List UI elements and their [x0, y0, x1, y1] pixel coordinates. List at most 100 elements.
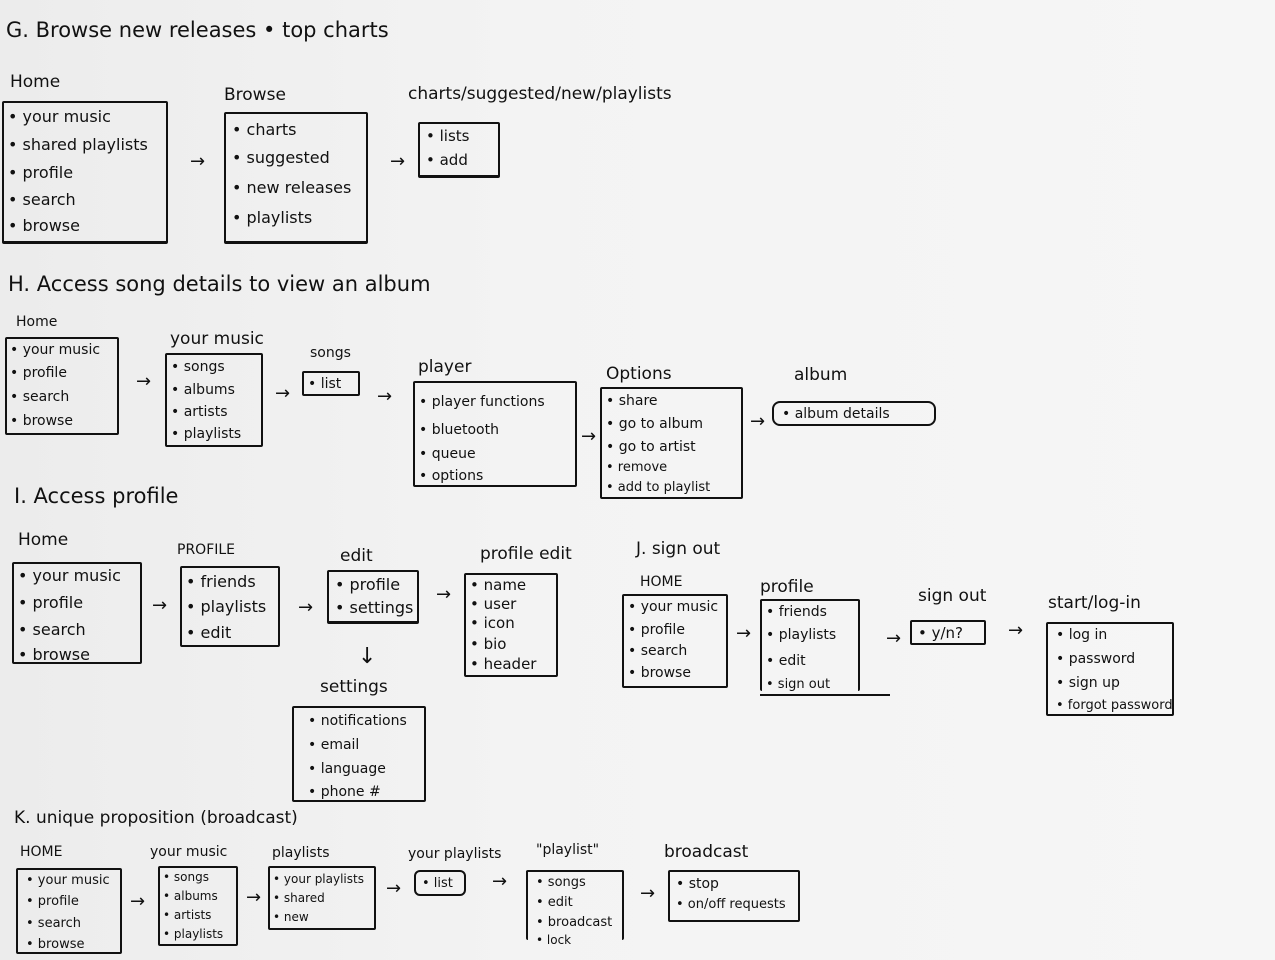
- k-home-label: HOME: [20, 844, 63, 860]
- section-i-title: I. Access profile: [14, 484, 179, 508]
- g-charts-box: • lists • add: [418, 122, 500, 178]
- k-your-music-item: • albums: [163, 889, 218, 903]
- g-home-item: • search: [8, 190, 76, 209]
- h-options-item: • share: [606, 393, 658, 409]
- h-options-label: Options: [606, 364, 672, 384]
- g-home-item: • shared playlists: [8, 135, 148, 154]
- g-browse-label: Browse: [224, 85, 286, 105]
- g-home-item: • browse: [8, 216, 80, 235]
- k-playlist-item: • broadcast: [536, 915, 613, 930]
- k-playlists-box: • your playlists • shared • new: [268, 866, 376, 930]
- k-playlists-label: playlists: [272, 845, 330, 861]
- k-broadcast-item: • stop: [676, 876, 719, 892]
- j-profile-item: • sign out: [766, 677, 831, 692]
- i-settings-item: • language: [308, 761, 386, 777]
- k-playlists-item: • new: [273, 910, 309, 924]
- h-options-item: • remove: [606, 460, 668, 475]
- h-songs-label: songs: [310, 345, 351, 361]
- k-playlist-label: "playlist": [536, 842, 600, 858]
- i-profile-edit-item: • icon: [470, 614, 515, 632]
- i-edit-label: edit: [340, 546, 373, 566]
- h-arrow-3: →: [377, 386, 393, 407]
- i-profile-edit-item: • name: [470, 576, 527, 594]
- h-your-music-label: your music: [170, 329, 264, 349]
- j-sign-out-item: • y/n?: [918, 624, 964, 642]
- k-arrow-4: →: [492, 871, 508, 892]
- j-arrow-2: →: [886, 628, 902, 649]
- g-home-item: • your music: [8, 107, 111, 126]
- h-songs-item: • list: [308, 376, 342, 392]
- j-profile-item: • playlists: [766, 627, 837, 643]
- k-your-music-item: • songs: [163, 870, 209, 884]
- i-arrow-2: →: [298, 597, 314, 618]
- k-your-music-item: • playlists: [163, 927, 224, 941]
- h-player-item: • bluetooth: [419, 422, 499, 438]
- section-j-title: J. sign out: [636, 539, 721, 559]
- i-profile-edit-item: • header: [470, 655, 537, 673]
- i-home-item: • your music: [18, 566, 121, 585]
- i-profile-edit-item: • user: [470, 595, 517, 613]
- i-home-item: • profile: [18, 593, 84, 612]
- i-edit-item: • profile: [335, 575, 401, 594]
- i-home-box: • your music • profile • search • browse: [12, 562, 142, 664]
- h-home-label: Home: [16, 314, 58, 330]
- h-arrow-2: →: [275, 383, 291, 404]
- i-profile-item: • edit: [186, 623, 232, 642]
- j-profile-box: • friends • playlists • edit • sign out: [760, 599, 860, 691]
- j-start-box: • log in • password • sign up • forgot p…: [1046, 622, 1174, 716]
- j-home-box: • your music • profile • search • browse: [622, 594, 728, 688]
- i-profile-edit-item: • bio: [470, 635, 507, 653]
- i-settings-item: • phone #: [308, 784, 381, 800]
- h-album-label: album: [794, 365, 848, 385]
- j-home-item: • browse: [628, 665, 691, 681]
- k-playlists-item: • your playlists: [273, 872, 364, 886]
- h-arrow-5: →: [750, 411, 766, 432]
- g-browse-item: • suggested: [232, 148, 330, 167]
- j-arrow-3: →: [1008, 620, 1024, 641]
- h-home-item: • your music: [10, 342, 101, 358]
- k-home-item: • profile: [26, 894, 79, 909]
- h-options-item: • go to artist: [606, 439, 696, 455]
- k-your-playlists-label: your playlists: [408, 846, 502, 862]
- g-browse-item: • playlists: [232, 208, 313, 227]
- i-profile-item: • playlists: [186, 597, 267, 616]
- j-sign-out-label: sign out: [918, 586, 987, 606]
- h-songs-box: • list: [302, 371, 360, 396]
- k-your-music-box: • songs • albums • artists • playlists: [158, 866, 238, 946]
- i-settings-item: • email: [308, 737, 360, 753]
- j-profile-underline: [760, 694, 890, 696]
- k-playlists-item: • shared: [273, 891, 325, 905]
- i-profile-box: • friends • playlists • edit: [180, 566, 280, 647]
- section-k-title: K. unique proposition (broadcast): [14, 808, 298, 828]
- j-start-item: • forgot password: [1056, 698, 1173, 713]
- i-settings-item: • notifications: [308, 713, 407, 729]
- i-home-item: • browse: [18, 645, 90, 664]
- g-arrow-1: →: [190, 151, 206, 172]
- i-home-label: Home: [18, 530, 69, 550]
- k-arrow-1: →: [130, 891, 146, 912]
- g-browse-item: • charts: [232, 120, 297, 139]
- h-home-item: • browse: [10, 413, 73, 429]
- k-your-playlists-item: • list: [422, 876, 453, 891]
- j-profile-item: • edit: [766, 653, 806, 669]
- h-home-box: • your music • profile • search • browse: [5, 337, 119, 435]
- k-your-music-label: your music: [150, 844, 228, 860]
- k-home-item: • browse: [26, 937, 85, 952]
- j-home-item: • profile: [628, 622, 685, 638]
- j-start-item: • log in: [1056, 627, 1108, 643]
- k-your-music-item: • artists: [163, 908, 212, 922]
- j-home-label: HOME: [640, 574, 683, 590]
- g-charts-item: • add: [426, 151, 468, 169]
- h-player-item: • options: [419, 468, 484, 484]
- i-profile-item: • friends: [186, 572, 256, 591]
- g-charts-item: • lists: [426, 127, 470, 145]
- i-arrow-3: →: [436, 584, 452, 605]
- h-your-music-item: • songs: [171, 359, 225, 375]
- h-player-item: • queue: [419, 446, 476, 462]
- k-broadcast-item: • on/off requests: [676, 897, 786, 912]
- h-options-item: • go to album: [606, 416, 703, 432]
- h-your-music-box: • songs • albums • artists • playlists: [165, 353, 263, 447]
- k-arrow-2: →: [246, 887, 262, 908]
- i-profile-edit-box: • name • user • icon • bio • header: [464, 573, 558, 677]
